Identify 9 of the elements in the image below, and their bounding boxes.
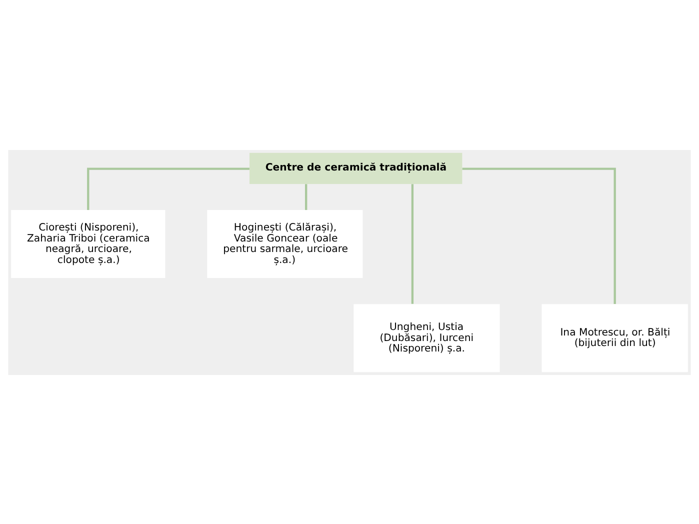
connector bbox=[87, 167, 250, 210]
node-box: Centre de ceramică tradițională bbox=[249, 152, 462, 184]
node-box: Ciorești (Nisporeni), Zaharia Triboi (ceramica neagră, urcioare, clopote ș.a.) bbox=[11, 210, 166, 278]
connector bbox=[462, 167, 616, 304]
node-box: Ina Motrescu, or. Bălți (bijuterii din lut) bbox=[542, 304, 688, 372]
connector bbox=[411, 184, 414, 304]
node-box: Hoginești (Călărași), Vasile Goncear (oale pentru sarmale, urcioare ș.a.) bbox=[207, 210, 363, 278]
node-box: Ungheni, Ustia (Dubăsari), Iurceni (Nisporeni) ș.a. bbox=[354, 304, 500, 372]
connector bbox=[305, 184, 308, 210]
